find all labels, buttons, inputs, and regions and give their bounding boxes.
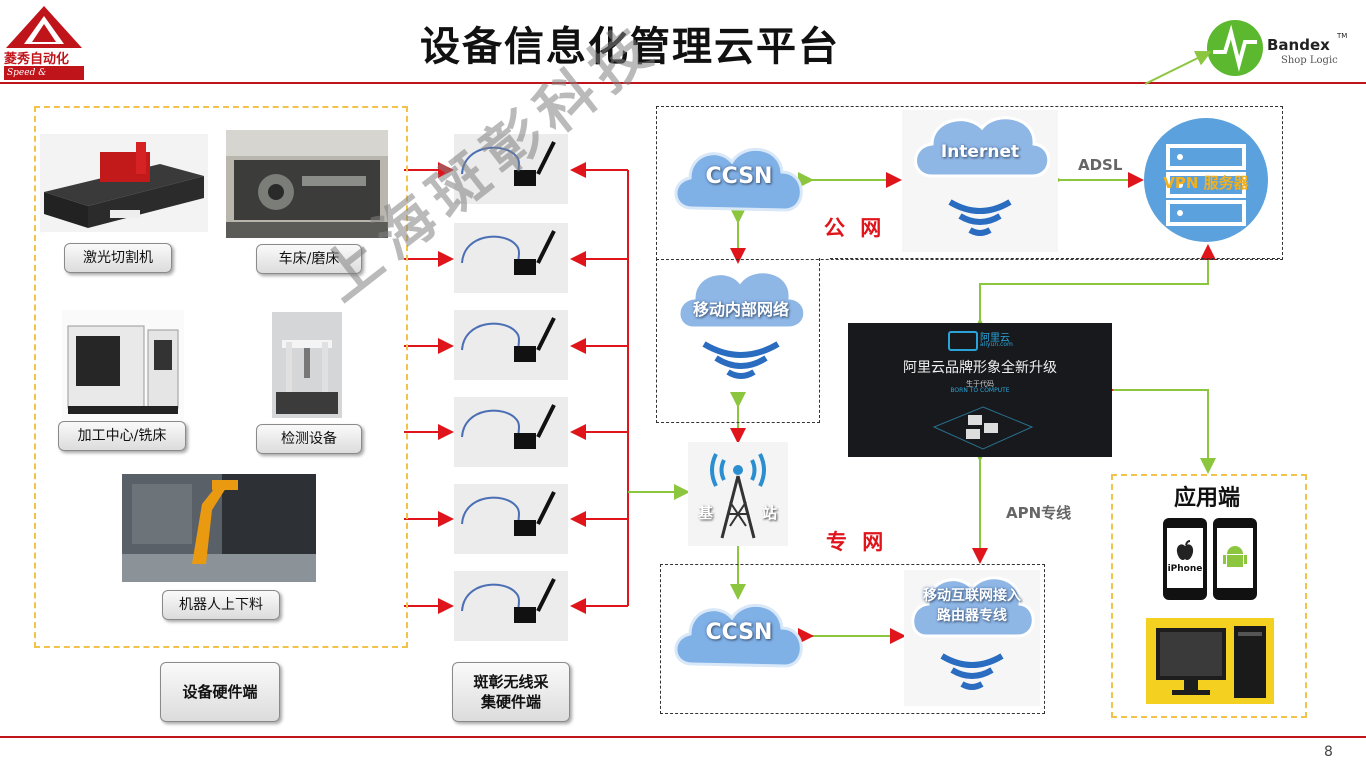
adsl-label: ADSL [1078, 156, 1123, 174]
router-node: 移动互联网接入 路由器专线 [904, 570, 1040, 706]
router-label: 移动互联网接入 路由器专线 [923, 588, 1021, 624]
collector-module-6 [454, 571, 568, 641]
ccsn-bottom-label: CCSN [705, 620, 773, 645]
device-label-machining: 加工中心/铣床 [58, 421, 186, 451]
private-network-label: 专 网 [826, 530, 888, 554]
base-station-left: 基 [698, 504, 714, 522]
device-label-laser: 激光切割机 [64, 243, 172, 273]
collector-module-5 [454, 484, 568, 554]
collector-module-2 [454, 223, 568, 293]
public-network-box [656, 106, 1283, 260]
ccsn-top-label: CCSN [705, 164, 773, 189]
ccsn-cloud-top: CCSN [668, 138, 810, 224]
aliyun-headline: 阿里云品牌形象全新升级 [903, 360, 1057, 376]
lathe-photo [226, 130, 388, 238]
aliyun-tag-en: BORN TO COMPUTE [950, 387, 1010, 394]
aliyun-logo-text: 阿里云 [980, 333, 1010, 344]
device-hardware-label: 设备硬件端 [160, 662, 280, 722]
mobile-internal-box [656, 258, 820, 423]
base-station-right: 站 [762, 504, 778, 522]
collector-module-3 [454, 310, 568, 380]
triangle-logo-icon [6, 6, 82, 48]
laser-cutter-photo [40, 134, 208, 232]
android-device [1213, 518, 1257, 600]
mobile-internal-label: 移动内部网络 [692, 300, 789, 319]
base-station-node: 基 站 [688, 442, 788, 546]
device-label-inspection: 检测设备 [256, 424, 362, 454]
aliyun-chip-graphic [932, 406, 1034, 450]
footer-divider [0, 736, 1366, 738]
public-network-divider [830, 258, 1280, 259]
apn-label: APN专线 [1006, 504, 1072, 522]
company-brand: 菱秀自动化 [4, 52, 70, 67]
ccsn-cloud-bottom: CCSN [668, 594, 810, 680]
bandex-logo: Bandex TM Shop Logic [1205, 18, 1365, 78]
bandex-tm: TM [1337, 32, 1348, 40]
device-area-box [34, 106, 408, 648]
apple-icon [1176, 540, 1194, 561]
desktop-pc-icon [1156, 626, 1266, 698]
header-divider [0, 82, 1366, 84]
bandex-sub: Shop Logic [1281, 55, 1338, 66]
collector-module-4 [454, 397, 568, 467]
aliyun-logo-icon [948, 331, 978, 351]
device-label-robot: 机器人上下料 [162, 590, 280, 620]
aliyun-logo-sub: aliyun.com [980, 341, 1013, 348]
antenna-tower-icon [710, 453, 766, 539]
robot-loading-photo [122, 474, 316, 582]
company-logo: 菱秀自动化 Speed & precision [2, 4, 86, 92]
cmm-inspection-photo [272, 312, 342, 418]
aliyun-panel: 阿里云 aliyun.com 阿里云品牌形象全新升级 生于代码 BORN TO … [848, 323, 1112, 457]
device-label-lathe: 车床/磨床 [256, 244, 362, 274]
internet-node: Internet [902, 110, 1058, 252]
collector-module-1 [454, 134, 568, 204]
vpn-label: VPN 服务器 [1163, 174, 1249, 192]
app-label: 应用端 [1173, 486, 1240, 511]
company-slogan: Speed & precision [4, 66, 84, 92]
mobile-internal-node: 移动内部网络 [668, 262, 814, 382]
android-icon [1223, 546, 1247, 567]
iphone-device: iPhone [1163, 518, 1207, 600]
public-network-label: 公 网 [824, 216, 886, 240]
vpn-server-node: VPN 服务器 [1142, 116, 1270, 244]
collector-hardware-label: 斑彰无线采 集硬件端 [452, 662, 570, 722]
desktop-computer [1146, 618, 1274, 704]
bandex-name: Bandex [1267, 36, 1330, 54]
page-title: 设备信息化管理云平台 [420, 24, 840, 70]
bandex-circle-icon [1207, 20, 1263, 76]
server-icon [1144, 118, 1268, 242]
page-number: 8 [1324, 744, 1333, 760]
private-network-box [660, 564, 1045, 714]
aliyun-tag-cn: 生于代码 [966, 380, 994, 388]
app-area-box [1111, 474, 1307, 718]
machining-center-photo [62, 310, 184, 420]
internet-label: Internet [940, 142, 1020, 162]
iphone-label: iPhone [1167, 564, 1203, 574]
